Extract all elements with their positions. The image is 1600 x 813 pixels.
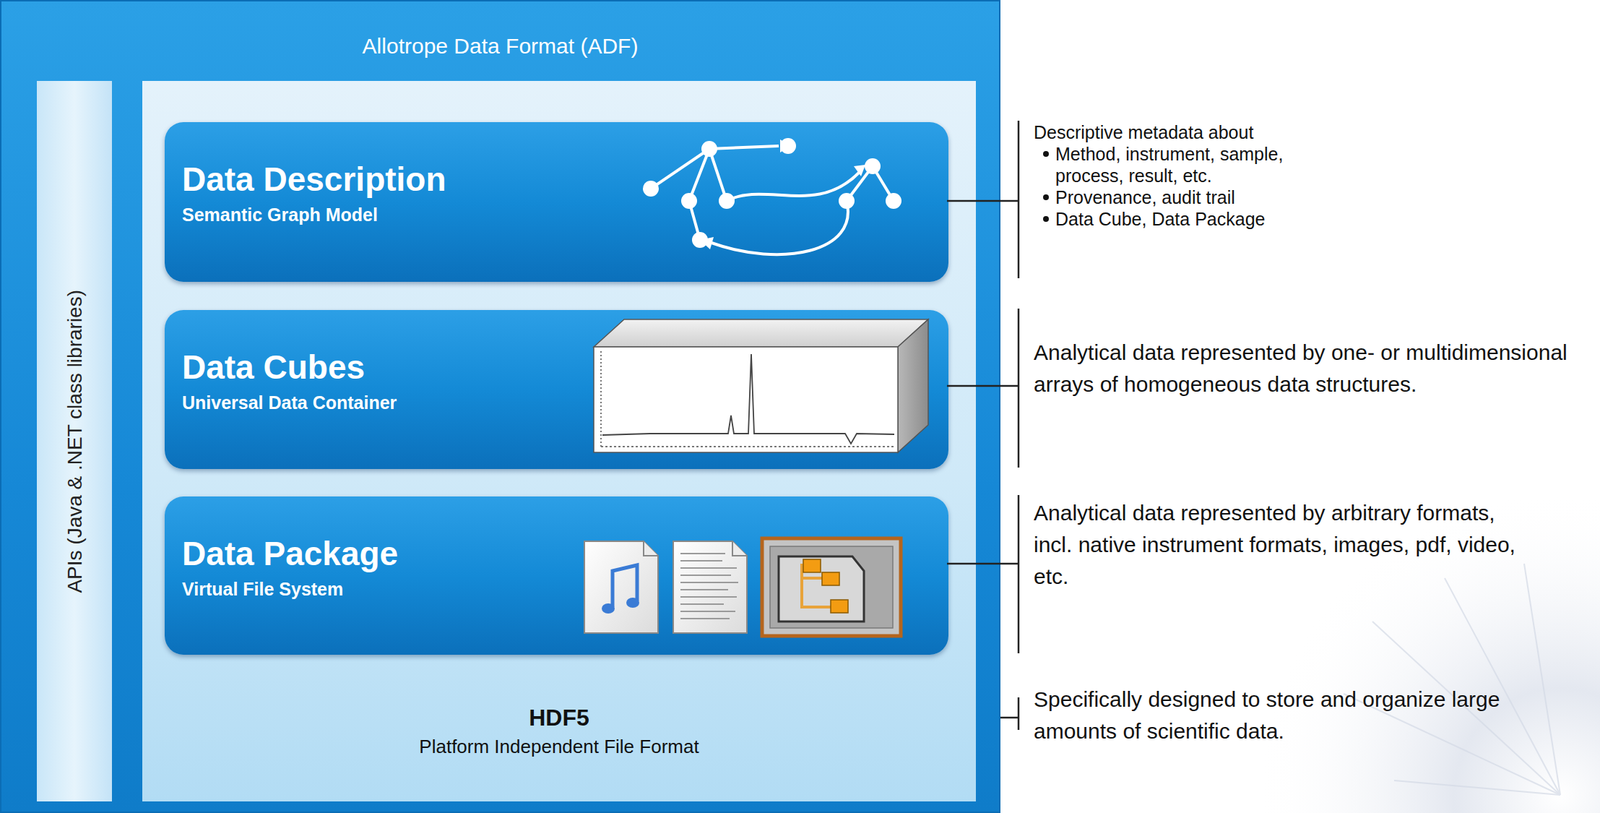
audio-file-icon	[584, 541, 659, 633]
annotation-text: Analytical data represented by arbitrary…	[1033, 496, 1540, 593]
text-file-icon	[673, 541, 747, 633]
bullet-dots	[1043, 150, 1049, 222]
api-bar: APIs (Java & .NET class libraries)	[36, 80, 112, 802]
graph-icon	[642, 137, 902, 255]
layer-subtitle: Virtual File System	[182, 577, 344, 600]
hdf5-subtitle: Platform Independent File Format	[142, 735, 976, 758]
layer-box: Data DescriptionSemantic Graph Model	[164, 122, 949, 282]
layer-title: Data Package	[182, 533, 399, 574]
annotation-bullet: Data Cube, Data Package	[1055, 208, 1561, 230]
layer-subtitle: Universal Data Container	[182, 391, 397, 414]
folder-icon	[762, 538, 901, 636]
data-cube-icon	[593, 319, 929, 453]
layer-box: Data PackageVirtual File System	[164, 496, 949, 655]
layer-title: Data Description	[182, 159, 447, 200]
layer-title: Data Cubes	[182, 347, 365, 388]
annotation-text: Analytical data represented by one- or m…	[1033, 336, 1590, 401]
annotation-heading: Descriptive metadata about	[1033, 121, 1540, 144]
format-title: Allotrope Data Format (ADF)	[1, 33, 1000, 60]
annotation-bullet: Method, instrument, sample, process, res…	[1055, 143, 1323, 187]
format-frame: APIs (Java & .NET class libraries) Data D…	[0, 0, 1001, 813]
leader-lines	[946, 120, 1019, 730]
annotation-text: Specifically designed to store and organ…	[1033, 683, 1569, 747]
annotation-bullet: Provenance, audit trail	[1055, 186, 1561, 209]
background-burst	[1227, 469, 1600, 813]
layer-subtitle: Semantic Graph Model	[182, 203, 378, 226]
hdf5-title: HDF5	[142, 703, 976, 732]
hdf5-panel: Data DescriptionSemantic Graph ModelData…	[142, 80, 976, 802]
api-label: APIs (Java & .NET class libraries)	[62, 80, 87, 802]
layer-box: Data CubesUniversal Data Container	[164, 309, 949, 469]
